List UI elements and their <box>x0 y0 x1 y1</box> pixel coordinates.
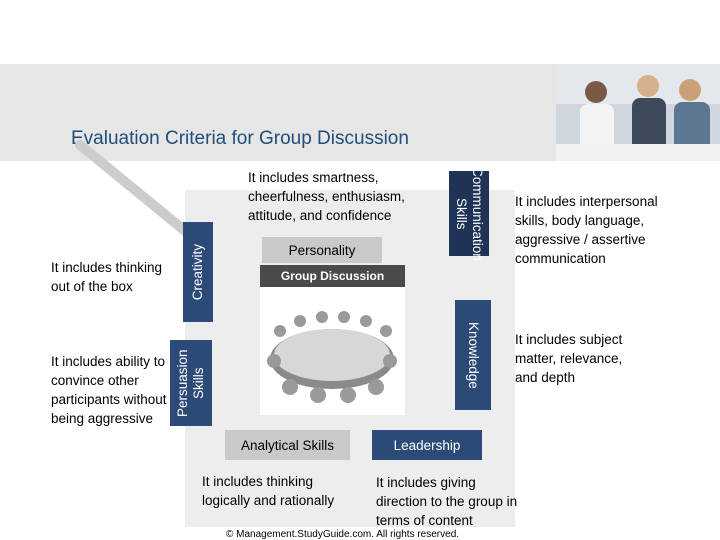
creativity-label: Creativity <box>190 243 205 301</box>
communication-description: It includes interpersonal skills, body l… <box>515 194 658 266</box>
group-discussion-image: Group Discussion <box>260 265 405 415</box>
persuasion-skills-bar: Persuasion Skills <box>170 340 212 426</box>
knowledge-description: It includes subject matter, relevance, a… <box>515 332 623 385</box>
creativity-description: It includes thinking out of the box <box>51 260 163 294</box>
persuasion-skills-label: Persuasion Skills <box>175 349 206 417</box>
personality-label: Personality <box>288 242 356 258</box>
page-title: Evaluation Criteria for Group Discussion <box>71 128 409 149</box>
analytical-skills-chip: Analytical Skills <box>225 430 350 460</box>
copyright-notice: © Management.StudyGuide.com. All rights … <box>226 529 460 540</box>
analytical-skills-label: Analytical Skills <box>240 437 335 453</box>
personality-chip: Personality <box>262 237 382 263</box>
leadership-label: Leadership <box>393 437 461 453</box>
leadership-description: It includes giving direction to the grou… <box>376 475 518 528</box>
communication-skills-bar: Communication Skills <box>449 167 489 260</box>
personality-description: It includes smartness, cheerfulness, ent… <box>248 170 405 223</box>
group-discussion-image-label: Group Discussion <box>260 265 405 287</box>
knowledge-bar: Knowledge <box>455 300 491 410</box>
communication-skills-label: Communication Skills <box>454 166 485 261</box>
leadership-chip: Leadership <box>372 430 482 460</box>
meeting-photo <box>556 64 720 161</box>
persuasion-description: It includes ability to convince other pa… <box>51 354 167 426</box>
paperclip-decoration <box>75 140 195 240</box>
creativity-bar: Creativity <box>183 222 213 322</box>
analytical-description: It includes thinking logically and ratio… <box>202 474 335 508</box>
knowledge-label: Knowledge <box>466 321 481 389</box>
